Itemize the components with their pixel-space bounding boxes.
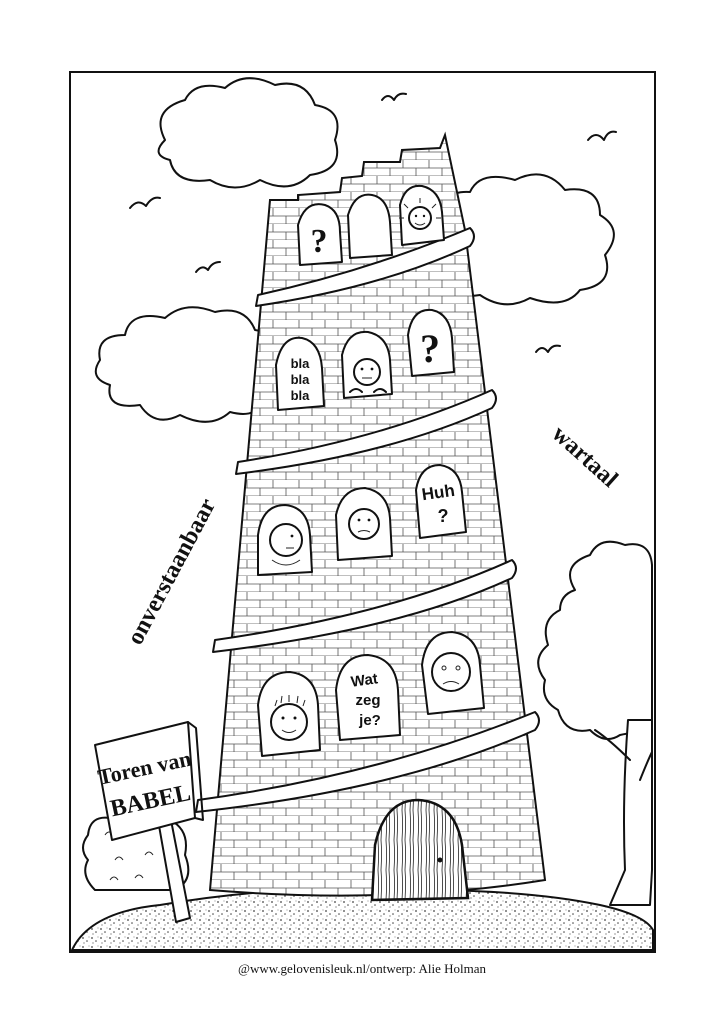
bubble-zeg: zeg <box>355 692 380 709</box>
face-peeking-mid <box>349 358 387 393</box>
window-mid-1 <box>275 336 325 411</box>
tower-ledge-2 <box>235 389 497 475</box>
bubble-wat: Wat <box>350 670 379 691</box>
sign-board-edge <box>187 721 204 821</box>
cloud-top <box>157 77 339 189</box>
bubble-bla-3: bla <box>291 388 311 403</box>
face-smiling-bottom <box>270 695 308 741</box>
bubble-bla-2: bla <box>291 372 311 387</box>
window-mid-3 <box>407 308 455 377</box>
bubble-je: je? <box>358 712 381 729</box>
bird-1 <box>129 196 161 209</box>
bird-4 <box>587 130 617 141</box>
tower-ledge-1 <box>255 227 475 307</box>
bubble-bla-1: bla <box>291 356 311 371</box>
window-top-1 <box>297 203 343 266</box>
face-profile-low <box>269 523 303 566</box>
bird-3 <box>381 92 407 101</box>
bubble-huh-question: ? <box>438 506 449 526</box>
window-top-2 <box>347 193 393 259</box>
tree-branch <box>594 729 653 781</box>
window-low-3 <box>415 464 467 539</box>
door-knob <box>437 857 443 863</box>
tree-trunk <box>609 719 653 906</box>
tower-ledge-3 <box>212 559 517 653</box>
bird-5 <box>535 344 561 353</box>
tower-door[interactable] <box>370 798 470 902</box>
bird-2 <box>195 261 221 273</box>
tree-crown <box>537 540 653 741</box>
bubble-huh: Huh <box>421 481 456 504</box>
face-sad-bottom <box>431 652 471 692</box>
bubble-question-mid: ? <box>420 326 440 371</box>
face-sun-top <box>399 198 441 230</box>
tower-ledge-4 <box>195 711 540 813</box>
footer-credit: @www.gelovenisleuk.nl/ontwerp: Alie Holm… <box>238 961 486 976</box>
face-worried-low <box>348 508 380 540</box>
bubble-question-top: ? <box>311 223 328 260</box>
window-bottom-2 <box>335 654 401 741</box>
